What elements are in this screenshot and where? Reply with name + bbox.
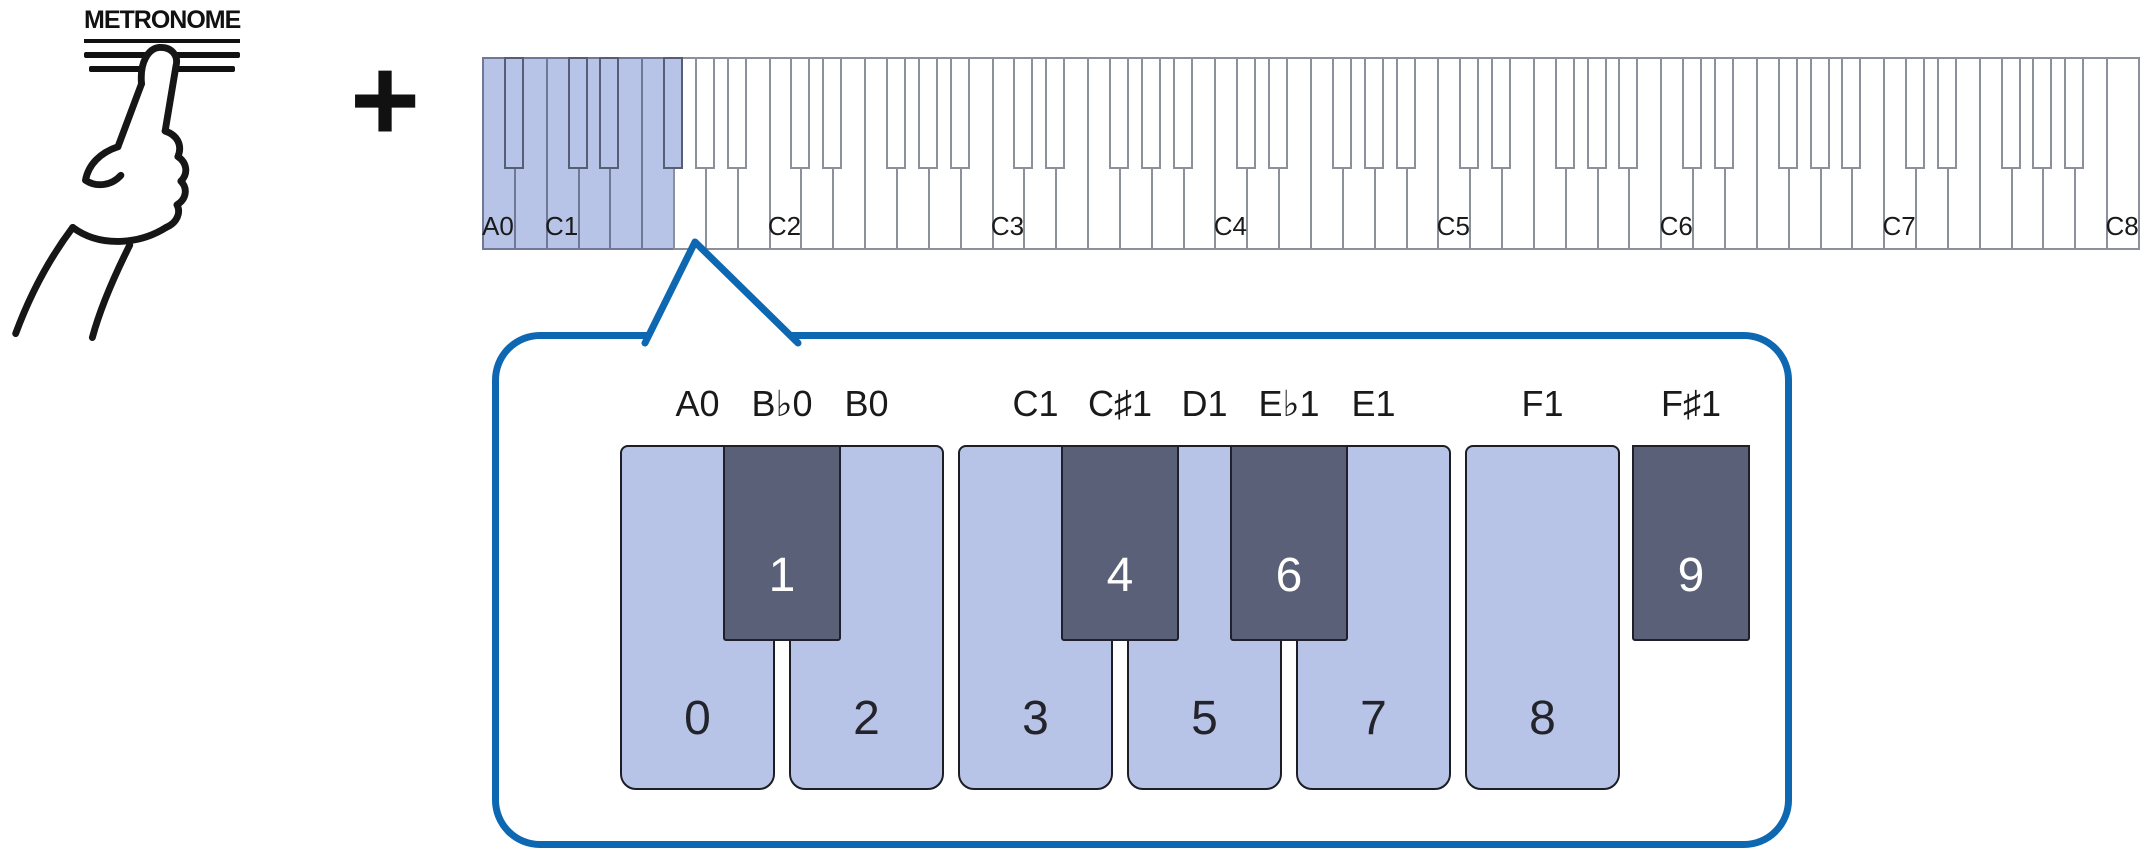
key-number-callout: 0 2 3 5 7 8 1 4 6 9 A0 B♭0 B0 C1 C♯1 D1 E♭1 E1 F1 F♯1 xyxy=(492,332,1792,848)
black-key xyxy=(2032,57,2052,169)
note-name-label: C1 xyxy=(1012,383,1059,424)
plus-sign: + xyxy=(350,33,421,167)
note-name-label: E1 xyxy=(1351,383,1396,424)
note-name-label: D1 xyxy=(1181,383,1228,424)
black-key xyxy=(1491,57,1511,169)
callout-pointer xyxy=(641,238,802,347)
black-key xyxy=(695,57,715,169)
black-key xyxy=(1810,57,1830,169)
octave-label: C4 xyxy=(1213,211,1247,241)
metronome-button-label: METRONOME xyxy=(84,6,241,43)
black-key xyxy=(1109,57,1129,169)
black-key xyxy=(504,57,524,169)
black-key xyxy=(727,57,747,169)
black-key xyxy=(1714,57,1734,169)
note-name-label: A0 xyxy=(675,383,720,424)
black-key-number: 6 xyxy=(1275,549,1303,602)
octave-label: C5 xyxy=(1436,211,1470,241)
black-key xyxy=(1013,57,1033,169)
octave-label: C7 xyxy=(1882,211,1916,241)
black-key xyxy=(950,57,970,169)
pressing-hand-icon xyxy=(12,44,190,341)
note-name-label: E♭1 xyxy=(1258,383,1320,424)
white-key-number: 5 xyxy=(1191,692,1218,745)
black-key xyxy=(1937,57,1957,169)
black-key xyxy=(2001,57,2021,169)
black-key xyxy=(1459,57,1479,169)
octave-label: C1 xyxy=(544,211,579,241)
octave-label: C6 xyxy=(1659,211,1693,241)
black-key xyxy=(1618,57,1638,169)
white-key-number: 0 xyxy=(684,692,711,745)
black-key xyxy=(1268,57,1288,169)
octave-label: C2 xyxy=(767,211,802,241)
black-key xyxy=(568,57,588,169)
black-key xyxy=(1905,57,1925,169)
black-key xyxy=(1332,57,1352,169)
note-name-label: F♯1 xyxy=(1660,383,1722,424)
black-key xyxy=(1236,57,1256,169)
piano-keyboard: A0 C1 C2 C3 C4 C5 C6 C7 C8 xyxy=(482,57,2140,250)
white-key-number: 2 xyxy=(853,692,880,745)
callout-black-key: 9 xyxy=(1632,445,1750,641)
white-key-number: 7 xyxy=(1360,692,1387,745)
black-key xyxy=(1141,57,1161,169)
black-key xyxy=(822,57,842,169)
black-key-number: 9 xyxy=(1677,549,1705,602)
black-key-number: 4 xyxy=(1106,549,1134,602)
black-key xyxy=(1364,57,1384,169)
white-key-number: 8 xyxy=(1529,692,1556,745)
black-key xyxy=(1587,57,1607,169)
black-key xyxy=(1396,57,1416,169)
black-key xyxy=(663,57,683,169)
white-key xyxy=(2106,57,2140,250)
callout-black-key: 6 xyxy=(1230,445,1348,641)
octave-label: A0 xyxy=(482,211,514,241)
black-key xyxy=(1778,57,1798,169)
note-name-label: F1 xyxy=(1521,383,1564,424)
octave-label: C8 xyxy=(2105,211,2139,241)
black-key xyxy=(1841,57,1861,169)
note-name-label: B0 xyxy=(844,383,889,424)
octave-label: C3 xyxy=(990,211,1025,241)
callout-keys: 0 2 3 5 7 8 1 4 6 9 A0 B♭0 B0 C1 C♯1 D1 E♭1 E1 F1 F♯1 xyxy=(499,339,1785,841)
callout-white-key: 8 xyxy=(1465,445,1620,790)
black-key xyxy=(1555,57,1575,169)
black-key-number: 1 xyxy=(768,549,796,602)
black-key xyxy=(790,57,810,169)
note-name-label: C♯1 xyxy=(1087,383,1153,424)
black-key xyxy=(886,57,906,169)
black-key xyxy=(599,57,619,169)
black-key xyxy=(1682,57,1702,169)
black-key xyxy=(1173,57,1193,169)
black-key xyxy=(1045,57,1065,169)
callout-black-key: 4 xyxy=(1061,445,1179,641)
callout-black-key: 1 xyxy=(723,445,841,641)
black-key xyxy=(2064,57,2084,169)
black-key xyxy=(918,57,938,169)
note-name-label: B♭0 xyxy=(751,383,813,424)
white-key-number: 3 xyxy=(1022,692,1049,745)
